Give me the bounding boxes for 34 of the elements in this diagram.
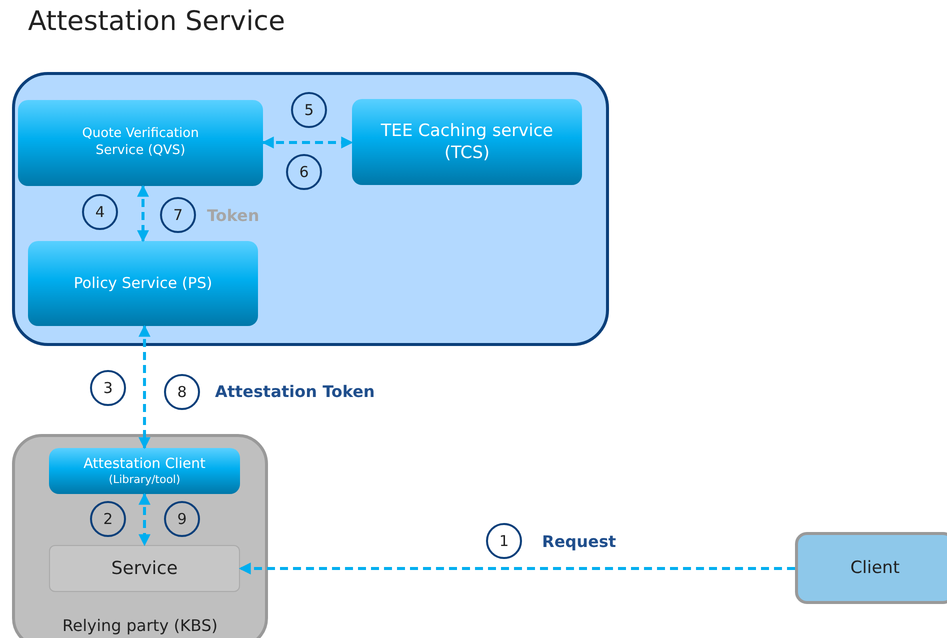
- service-box: [352, 99, 582, 185]
- step-number: 9: [164, 501, 200, 537]
- service-box: [18, 100, 263, 186]
- step-number: 8: [164, 374, 200, 410]
- box-label: (Library/tool): [108, 472, 182, 488]
- group-container: [12, 72, 609, 346]
- box-label: TEE Caching service (TCS): [380, 120, 554, 164]
- box-label: Client: [849, 556, 901, 580]
- step-number: 5: [291, 92, 327, 128]
- step-label: Token: [207, 206, 260, 225]
- step-number: 1: [486, 523, 522, 559]
- step-number: 6: [286, 154, 322, 190]
- box-label: Policy Service (PS): [72, 274, 214, 294]
- service-box: [49, 448, 240, 494]
- arrow: [238, 562, 795, 574]
- step-label: Request: [542, 532, 616, 551]
- arrow: [262, 136, 354, 148]
- service-box: [795, 532, 947, 604]
- box-label: Quote Verification Service (QVS): [81, 126, 200, 160]
- arrow: [138, 492, 150, 546]
- step-number: 2: [90, 501, 126, 537]
- step-label: Attestation Token: [215, 382, 375, 401]
- arrow: [137, 184, 149, 242]
- diagram-title: Attestation Service: [28, 6, 286, 37]
- arrow: [138, 324, 150, 450]
- step-number: 7: [160, 197, 196, 233]
- service-box: [28, 241, 258, 326]
- step-number: 4: [82, 194, 118, 230]
- service-box: [49, 545, 240, 592]
- box-label: Service: [110, 556, 179, 580]
- group-label: Relying party (KBS): [61, 616, 219, 635]
- group-container: [12, 434, 268, 638]
- step-number: 3: [90, 370, 126, 406]
- box-label: Attestation Client: [82, 454, 207, 473]
